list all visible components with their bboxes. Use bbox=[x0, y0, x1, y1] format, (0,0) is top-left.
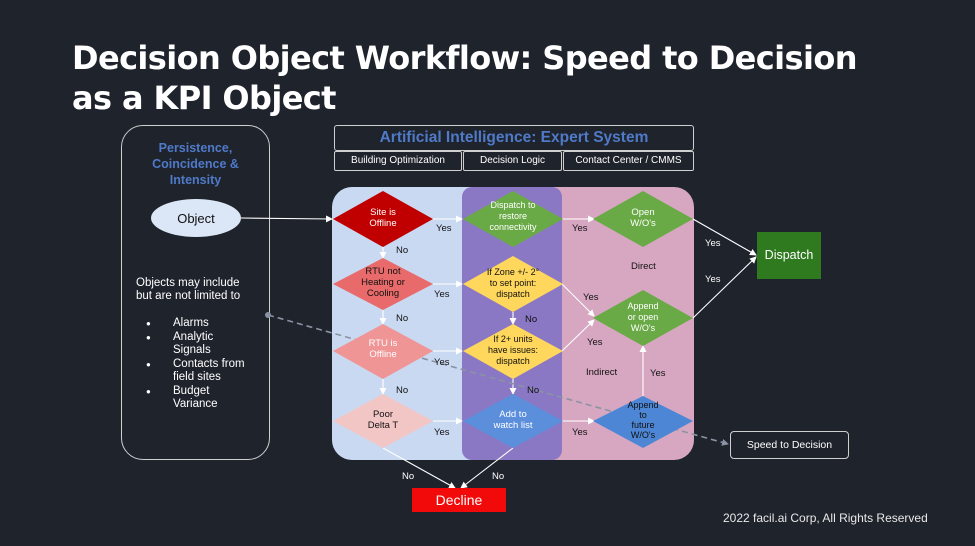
list-item-text: Signals bbox=[173, 344, 211, 356]
edge-label-indirect: Indirect bbox=[586, 367, 618, 378]
list-item-text: Variance bbox=[173, 398, 218, 410]
edge-label-yes: Yes bbox=[436, 223, 452, 234]
list-item: Alarms bbox=[146, 317, 266, 330]
description-line: Objects may include bbox=[136, 277, 240, 289]
edge-label-no: No bbox=[525, 314, 537, 325]
edge-label-no: No bbox=[402, 471, 414, 482]
edge-label-yes: Yes bbox=[434, 427, 450, 438]
panel-heading-line: Intensity bbox=[169, 173, 222, 187]
list-item-text: Analytic bbox=[173, 331, 214, 343]
arrow-object-to-site bbox=[240, 215, 333, 223]
edge-label-no: No bbox=[492, 471, 504, 482]
edge-label-no: No bbox=[527, 385, 539, 396]
arrow-units-to-append bbox=[561, 319, 595, 352]
copyright-footer: 2022 facil.ai Corp, All Rights Reserved bbox=[723, 511, 928, 525]
arrow-open-to-dispatch bbox=[692, 218, 757, 256]
column-header-contact-center: Contact Center / CMMS bbox=[563, 151, 694, 171]
edge-label-yes: Yes bbox=[434, 289, 450, 300]
edge-label-yes: Yes bbox=[434, 357, 450, 368]
arrow-append-to-dispatch bbox=[692, 256, 757, 319]
edge-label-yes: Yes bbox=[650, 368, 666, 379]
edge-label-yes: Yes bbox=[572, 427, 588, 438]
panel-heading-line: Persistence, bbox=[158, 141, 233, 155]
ai-expert-system-header: Artificial Intelligence: Expert System bbox=[334, 125, 694, 151]
edge-label-yes: Yes bbox=[705, 238, 721, 249]
title-line-2: as a KPI Object bbox=[72, 79, 336, 117]
arrow-watch-to-decline bbox=[460, 447, 514, 489]
list-item-text: Contacts from bbox=[173, 358, 245, 370]
list-item-text: Alarms bbox=[173, 317, 209, 329]
building-optimization-region bbox=[332, 187, 472, 460]
column-header-building-optimization: Building Optimization bbox=[334, 151, 462, 171]
arrow-zone-to-append bbox=[561, 283, 595, 317]
decline-outcome: Decline bbox=[412, 488, 506, 512]
speed-to-decision-box: Speed to Decision bbox=[730, 431, 849, 459]
arrow-delta-to-decline bbox=[382, 447, 456, 489]
page-title: Decision Object Workflow: Speed to Decis… bbox=[72, 38, 858, 118]
column-header-decision-logic: Decision Logic bbox=[463, 151, 562, 171]
panel-heading: Persistence, Coincidence & Intensity bbox=[122, 140, 269, 188]
object-label: Object bbox=[177, 210, 215, 226]
list-item-text: Budget bbox=[173, 385, 210, 397]
dispatch-outcome: Dispatch bbox=[757, 232, 821, 279]
edge-label-yes: Yes bbox=[572, 223, 588, 234]
edge-label-no: No bbox=[396, 385, 408, 396]
edge-label-no: No bbox=[396, 245, 408, 256]
edge-label-direct: Direct bbox=[631, 261, 656, 272]
speed-to-decision-start-dot bbox=[265, 312, 271, 318]
edge-label-yes: Yes bbox=[583, 292, 599, 303]
list-item-text: field sites bbox=[173, 371, 221, 383]
objects-description: Objects may include but are not limited … bbox=[136, 277, 264, 303]
edge-label-yes: Yes bbox=[705, 274, 721, 285]
edge-label-no: No bbox=[396, 313, 408, 324]
edge-label-yes: Yes bbox=[587, 337, 603, 348]
zone-setpoint-node: If Zone +/- 2°to set point:dispatch bbox=[463, 256, 563, 312]
description-line: but are not limited to bbox=[136, 290, 241, 302]
panel-heading-line: Coincidence & bbox=[152, 157, 239, 171]
svg-text:If Zone +/- 2°to set point:di: If Zone +/- 2°to set point:dispatch bbox=[487, 267, 540, 299]
object-node: Object bbox=[151, 199, 241, 237]
title-line-1: Decision Object Workflow: Speed to Decis… bbox=[72, 39, 858, 77]
object-sources-panel: Persistence, Coincidence & Intensity bbox=[121, 125, 270, 460]
